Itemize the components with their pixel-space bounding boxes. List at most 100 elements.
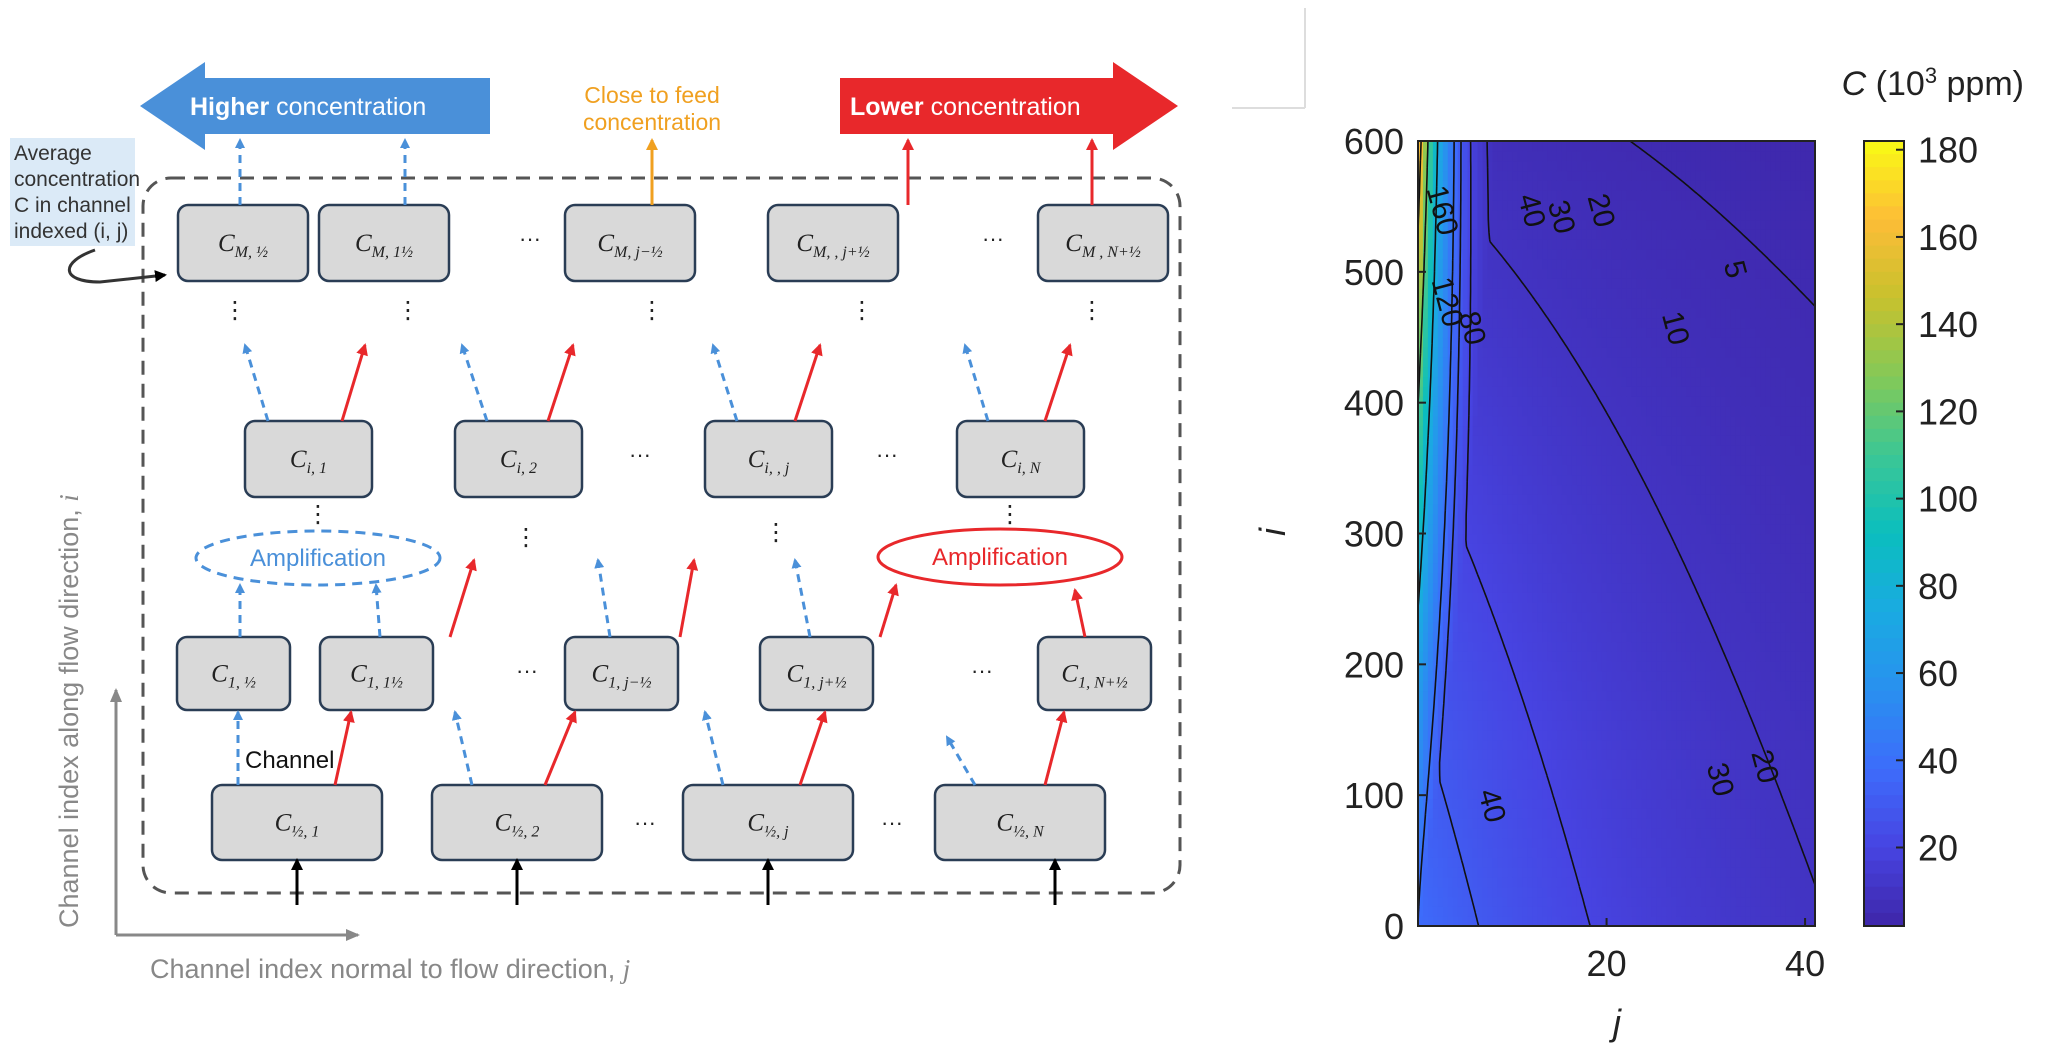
heatmap-cell bbox=[1596, 258, 1603, 270]
heatmap-cell bbox=[1656, 366, 1662, 378]
heatmap-cell bbox=[1542, 867, 1548, 878]
heatmap-cell bbox=[1631, 180, 1637, 191]
heatmap-cell bbox=[1532, 837, 1538, 849]
heatmap-cell bbox=[1472, 592, 1479, 603]
heatmap-cell bbox=[1581, 219, 1588, 230]
heatmap-cell bbox=[1690, 307, 1697, 319]
heatmap-cell bbox=[1651, 876, 1657, 888]
heatmap-cell bbox=[1472, 621, 1479, 633]
heatmap-cell bbox=[1700, 739, 1707, 750]
heatmap-cell bbox=[1671, 818, 1677, 829]
heatmap-cell bbox=[1576, 268, 1583, 279]
heatmap-cell bbox=[1646, 886, 1652, 898]
heatmap-cell bbox=[1651, 612, 1657, 623]
heatmap-cell bbox=[1681, 798, 1687, 809]
heatmap-cell bbox=[1542, 759, 1548, 770]
heatmap-cell bbox=[1651, 906, 1657, 917]
heatmap-cell bbox=[1656, 278, 1662, 289]
heatmap-cell bbox=[1676, 788, 1682, 800]
one-out-blue-2 bbox=[371, 583, 382, 638]
heatmap-cell bbox=[1457, 405, 1464, 417]
heatmap-cell bbox=[1690, 808, 1697, 819]
heatmap-cell bbox=[1651, 827, 1657, 839]
heatmap-cell bbox=[1522, 808, 1528, 819]
heatmap-cell bbox=[1492, 298, 1498, 309]
heatmap-cell bbox=[1591, 219, 1598, 230]
heatmap-cell bbox=[1522, 356, 1528, 368]
heatmap-cell bbox=[1561, 602, 1568, 613]
heatmap-cell bbox=[1601, 533, 1608, 544]
heatmap-cell bbox=[1621, 641, 1628, 652]
vellipsis-6: ⋮ bbox=[306, 501, 330, 528]
heatmap-cell bbox=[1591, 347, 1598, 358]
heatmap-cell bbox=[1586, 239, 1593, 250]
heatmap-cell bbox=[1705, 592, 1712, 603]
heatmap-cell bbox=[1537, 621, 1543, 633]
heatmap-cell bbox=[1487, 219, 1494, 230]
heatmap-cell bbox=[1666, 376, 1672, 387]
heatmap-cell bbox=[1547, 347, 1553, 358]
heatmap-cell bbox=[1651, 445, 1657, 456]
heatmap-cell bbox=[1462, 239, 1469, 250]
heatmap-cell bbox=[1537, 278, 1543, 289]
heatmap-cell bbox=[1517, 847, 1523, 858]
heatmap-cell bbox=[1705, 219, 1712, 230]
heatmap-cell bbox=[1537, 778, 1543, 790]
heatmap-cell bbox=[1542, 700, 1548, 711]
heatmap-cell bbox=[1462, 582, 1469, 593]
heatmap-cell bbox=[1695, 778, 1702, 790]
heatmap-cell bbox=[1507, 474, 1513, 486]
heatmap-cell bbox=[1621, 170, 1628, 181]
heatmap-cell bbox=[1616, 592, 1623, 603]
heatmap-cell bbox=[1527, 209, 1533, 221]
heatmap-cell bbox=[1487, 258, 1494, 270]
heatmap-cell bbox=[1641, 857, 1647, 868]
heatmap-cell bbox=[1671, 376, 1677, 387]
heatmap-cell bbox=[1606, 621, 1613, 633]
heatmap-cell bbox=[1641, 288, 1647, 299]
heatmap-cell bbox=[1705, 425, 1712, 436]
heatmap-cell bbox=[1422, 562, 1429, 574]
heatmap-cell bbox=[1437, 160, 1444, 172]
heatmap-cell bbox=[1710, 827, 1717, 839]
heatmap-cell bbox=[1492, 396, 1498, 407]
heatmap-cell bbox=[1482, 827, 1489, 839]
heatmap-cell bbox=[1447, 906, 1454, 917]
heatmap-cell bbox=[1581, 749, 1588, 760]
heatmap-cell bbox=[1651, 141, 1657, 152]
heatmap-cell bbox=[1442, 533, 1449, 544]
heatmap-cell bbox=[1432, 396, 1439, 407]
heatmap-cell bbox=[1507, 719, 1513, 731]
heatmap-cell bbox=[1452, 592, 1459, 603]
heatmap-cell bbox=[1527, 602, 1533, 613]
heatmap-cell bbox=[1512, 239, 1518, 250]
heatmap-cell bbox=[1685, 612, 1692, 623]
heatmap-cell bbox=[1547, 759, 1553, 770]
heatmap-cell bbox=[1487, 788, 1494, 800]
heatmap-cell bbox=[1700, 405, 1707, 417]
heatmap-cell bbox=[1676, 739, 1682, 750]
heatmap-cell bbox=[1477, 867, 1484, 878]
heatmap-cell bbox=[1422, 690, 1429, 701]
heatmap-cell bbox=[1457, 798, 1464, 809]
heatmap-cell bbox=[1442, 190, 1449, 201]
heatmap-cell bbox=[1576, 631, 1583, 643]
heatmap-cell bbox=[1492, 170, 1498, 181]
heatmap-cell bbox=[1492, 209, 1498, 221]
heatmap-cell bbox=[1646, 582, 1652, 593]
heatmap-cell bbox=[1492, 651, 1498, 662]
heatmap-cell bbox=[1432, 778, 1439, 790]
heatmap-cell bbox=[1571, 327, 1578, 338]
heatmap-cell bbox=[1705, 160, 1712, 172]
heatmap-cell bbox=[1556, 268, 1563, 279]
heatmap-cell bbox=[1457, 504, 1464, 515]
heatmap-cell bbox=[1581, 190, 1588, 201]
heatmap-cell bbox=[1537, 690, 1543, 701]
heatmap-cell bbox=[1666, 190, 1672, 201]
heatmap-cell bbox=[1537, 906, 1543, 917]
heatmap-cell bbox=[1606, 288, 1613, 299]
heatmap-cell bbox=[1442, 298, 1449, 309]
heatmap-cell bbox=[1422, 268, 1429, 279]
channel-box-label: C1, j−½ bbox=[592, 661, 652, 692]
heatmap-cell bbox=[1586, 150, 1593, 162]
